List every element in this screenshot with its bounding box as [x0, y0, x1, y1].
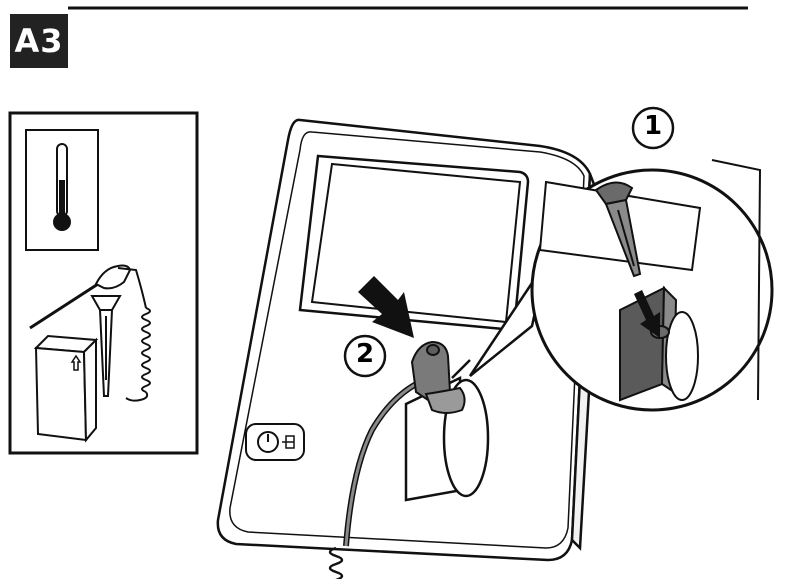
screen: [300, 156, 528, 330]
power-button: [246, 424, 304, 460]
thermometer-icon: [26, 130, 98, 250]
callout-1-label: 1: [643, 111, 663, 141]
callout-2-label: 2: [355, 339, 375, 369]
supplies-panel: [10, 113, 197, 453]
probe-cover-box-icon: [36, 336, 96, 440]
